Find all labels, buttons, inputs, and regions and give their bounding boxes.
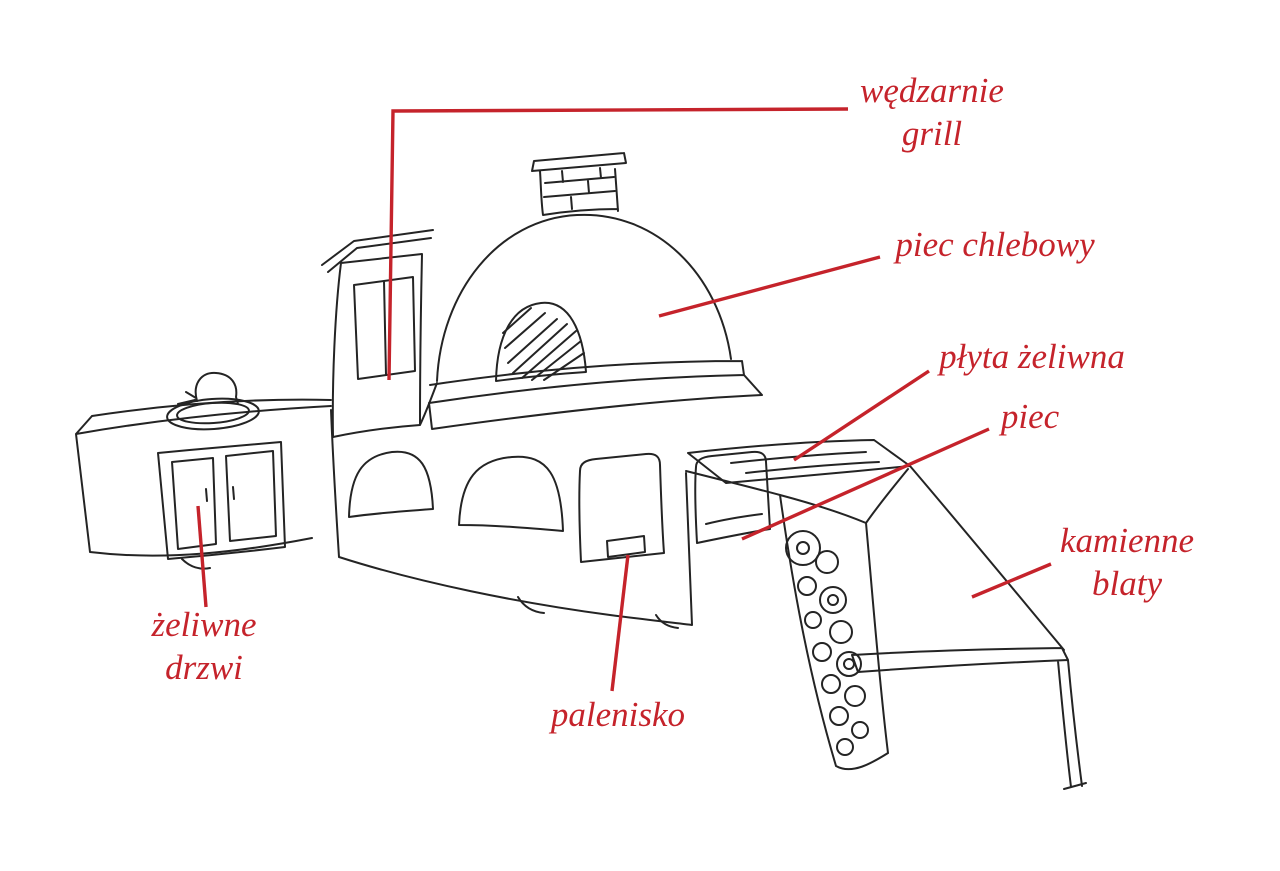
label-palenisko: palenisko: [550, 695, 686, 734]
bread-oven-dome: [428, 213, 763, 430]
sink-basin: [166, 397, 260, 431]
leader-piec-chlebowy: [658, 255, 881, 318]
label-wedzarnie-grill: wędzarnie grill: [860, 71, 1004, 153]
body-outline: [330, 409, 693, 626]
sketch-layer: [75, 152, 1087, 790]
log-end: [819, 586, 847, 614]
cast-iron-plate: [687, 439, 911, 484]
log-end: [815, 550, 839, 574]
front-arches: [181, 409, 693, 629]
oven-mouth-hatching: [502, 307, 585, 381]
log-end: [829, 620, 853, 644]
leader-piec: [741, 427, 990, 541]
leader-lines: [196, 107, 1052, 692]
log-end: [785, 530, 821, 566]
leader-palenisko: [610, 554, 630, 692]
plate-outline: [687, 439, 911, 484]
cast-iron-doors-cabinet: [157, 441, 286, 560]
log-end: [844, 685, 866, 707]
log-storage-pillar: [685, 468, 909, 771]
log-end: [797, 576, 817, 596]
stone-countertop: [851, 465, 1087, 790]
leader-plyta-zeliwna: [793, 369, 930, 462]
arch-left: [348, 450, 434, 518]
log-end: [804, 611, 822, 629]
log-end: [836, 738, 854, 756]
smoker-tower: [321, 229, 438, 438]
tower-outline: [321, 229, 438, 438]
log-end: [829, 706, 849, 726]
label-piec: piec: [1000, 397, 1060, 436]
label-zeliwne-drzwi: żeliwne drzwi: [151, 605, 257, 687]
leader-zeliwne-drzwi: [196, 505, 208, 608]
oven-opening: [694, 450, 771, 544]
arch-middle: [458, 455, 564, 532]
leader-wedzarnie-grill: [387, 107, 849, 381]
left-counter-sink: [75, 371, 332, 557]
firebox-frame: [578, 452, 665, 563]
oven-mouth-arch: [495, 301, 587, 382]
log-end: [851, 721, 869, 739]
leader-kamienne-blaty: [971, 562, 1052, 599]
faucet-icon: [177, 371, 239, 405]
label-piec-chlebowy: piec chlebowy: [895, 225, 1095, 264]
label-plyta-zeliwna: płyta żeliwna: [939, 337, 1125, 376]
log-end: [812, 642, 832, 662]
sink-basin-inner: [176, 401, 250, 425]
log-end: [796, 541, 810, 555]
chimney-outline: [531, 152, 627, 216]
dome-chimney: [531, 152, 627, 216]
dome-outline: [428, 213, 763, 430]
log-end: [836, 651, 862, 677]
label-kamienne-blaty: kamienne blaty: [1059, 521, 1195, 603]
log-end: [843, 658, 855, 670]
log-end: [827, 594, 839, 606]
firebox-opening: [578, 452, 665, 563]
countertop-outline: [851, 465, 1087, 790]
base-feet: [181, 558, 679, 629]
cabinet-doors: [157, 441, 286, 560]
oven-frame: [694, 450, 771, 544]
log-end: [821, 674, 841, 694]
pillar-outline: [685, 468, 909, 771]
